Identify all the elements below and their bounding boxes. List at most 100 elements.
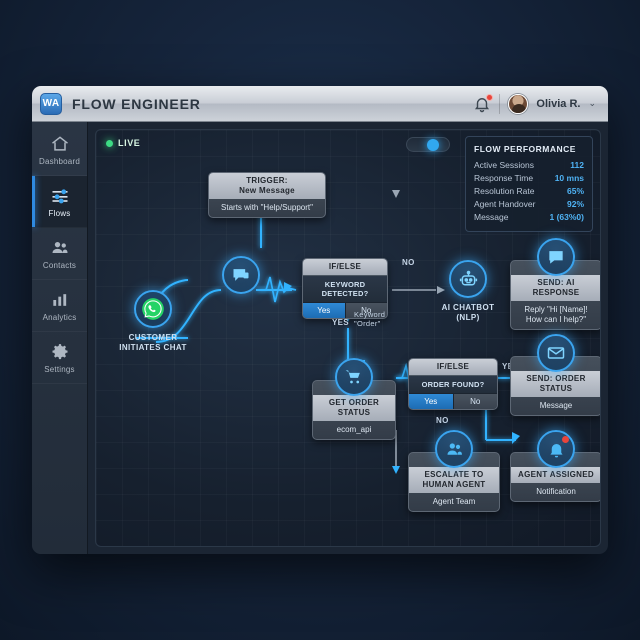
node-icon-wrap <box>335 358 373 396</box>
edge-label-yes-order: YES <box>332 318 349 327</box>
gear-icon <box>50 342 70 362</box>
node-title: IF/ELSE <box>303 259 387 275</box>
node-title-line2: New Message <box>239 186 295 195</box>
performance-value: 65% <box>566 186 584 196</box>
node-send-ai-response[interactable]: SEND: AI RESPONSE Reply "Hi [Name]! How … <box>510 238 600 330</box>
branch-yes-button[interactable]: Yes <box>409 394 454 409</box>
sidebar-item-settings[interactable]: Settings <box>32 332 87 384</box>
branch-no-button[interactable]: No <box>345 303 387 318</box>
node-caption: CUSTOMER INITIATES CHAT <box>118 333 188 353</box>
node-message-received[interactable] <box>222 256 260 294</box>
flow-enable-toggle[interactable] <box>406 137 450 152</box>
node-caption: AI CHATBOT (NLP) <box>432 303 504 323</box>
page-title: FLOW ENGINEER <box>72 95 201 112</box>
node-get-order-status[interactable]: GET ORDER STATUS ecom_api <box>312 358 396 440</box>
performance-label: Agent Handover <box>474 199 536 209</box>
node-title-line2: HUMAN AGENT <box>422 480 486 489</box>
node-icon-wrap <box>134 290 172 328</box>
node-icon-wrap <box>537 430 575 468</box>
sidebar-item-flows[interactable]: Flows <box>32 176 87 228</box>
edge-label-line1: Keyword <box>354 310 386 319</box>
node-ifelse-keyword[interactable]: IF/ELSE KEYWORD DETECTED? Yes No <box>302 258 388 319</box>
notifications-button[interactable] <box>473 93 494 113</box>
live-label: LIVE <box>118 138 141 148</box>
performance-label: Active Sessions <box>474 160 534 170</box>
node-icon-wrap <box>435 430 473 468</box>
node-customer-initiates-chat[interactable]: CUSTOMER INITIATES CHAT <box>118 290 188 353</box>
canvas-area: LIVE FLOW PERFORMANCE Active Sessions 11… <box>88 122 608 554</box>
node-subtitle: Notification <box>536 487 576 496</box>
node-question: ORDER FOUND? <box>409 375 497 394</box>
sidebar-item-analytics[interactable]: Analytics <box>32 280 87 332</box>
sidebar-item-label: Settings <box>44 364 75 374</box>
node-ai-chatbot[interactable]: AI CHATBOT (NLP) <box>432 260 504 323</box>
sidebar-item-label: Contacts <box>42 260 77 270</box>
performance-row: Response Time 10 mns <box>474 172 584 185</box>
node-question: KEYWORD DETECTED? <box>303 275 387 303</box>
notification-badge <box>562 436 569 443</box>
node-caption-line2: (NLP) <box>456 313 480 322</box>
user-menu-label[interactable]: Olivia R. <box>536 97 581 110</box>
node-title-line1: TRIGGER: <box>246 176 288 185</box>
performance-value: 1 (63%0) <box>549 212 585 222</box>
bell-icon <box>475 97 490 112</box>
flow-canvas[interactable]: LIVE FLOW PERFORMANCE Active Sessions 11… <box>95 129 601 547</box>
edge-label-no-keyword: NO <box>402 258 415 267</box>
node-icon-wrap <box>537 334 575 372</box>
sidebar-item-label: Analytics <box>42 312 77 322</box>
sidebar-item-contacts[interactable]: Contacts <box>32 228 87 280</box>
performance-label: Resolution Rate <box>474 186 535 196</box>
node-title: ESCALATE TO HUMAN AGENT <box>409 467 499 493</box>
sidebar-item-label: Dashboard <box>39 156 80 166</box>
title-bar-actions: Olivia R. ⌄ <box>473 93 600 114</box>
app-window: WA FLOW ENGINEER Olivia R. ⌄ <box>32 86 608 554</box>
node-escalate-human-agent[interactable]: ESCALATE TO HUMAN AGENT Agent Team <box>408 430 500 512</box>
node-title: AGENT ASSIGNED <box>511 467 600 483</box>
people-icon <box>50 238 70 258</box>
node-subtitle: Reply "Hi [Name]! How can I help?" <box>511 301 600 329</box>
performance-label: Message <box>474 212 509 222</box>
branch-yes-button[interactable]: Yes <box>303 303 346 318</box>
sidebar-item-label: Flows <box>48 208 71 218</box>
node-title: SEND: ORDER STATUS <box>511 371 600 397</box>
edge-label-line2: "Order" <box>354 319 381 328</box>
performance-row: Message 1 (63%0) <box>474 211 584 224</box>
node-icon-wrap <box>449 260 487 298</box>
node-title: IF/ELSE <box>409 359 497 375</box>
chat-bubble-icon <box>233 269 249 281</box>
node-caption-line1: CUSTOMER <box>128 333 178 342</box>
chevron-down-icon[interactable]: ⌄ <box>588 98 596 108</box>
performance-row: Resolution Rate 65% <box>474 185 584 198</box>
window-body: Dashboard Flows <box>32 122 608 554</box>
avatar[interactable] <box>508 93 529 114</box>
people-icon <box>447 442 462 455</box>
performance-value: 92% <box>566 199 584 209</box>
node-agent-assigned[interactable]: AGENT ASSIGNED Notification <box>510 430 600 502</box>
edge-label-no-order-found: NO <box>436 416 449 425</box>
node-send-order-status[interactable]: SEND: ORDER STATUS Message <box>510 334 600 416</box>
bell-icon <box>549 443 563 457</box>
performance-row: Agent Handover 92% <box>474 198 584 211</box>
sidebar-item-dashboard[interactable]: Dashboard <box>32 124 87 176</box>
node-title: TRIGGER: New Message <box>209 173 325 199</box>
cart-icon <box>345 370 360 384</box>
node-title: GET ORDER STATUS <box>313 395 395 421</box>
robot-icon <box>459 270 477 285</box>
performance-title: FLOW PERFORMANCE <box>474 144 576 154</box>
node-ifelse-order[interactable]: IF/ELSE ORDER FOUND? Yes No <box>408 358 498 410</box>
sidebar: Dashboard Flows <box>32 122 88 554</box>
node-icon-wrap <box>222 256 260 294</box>
envelope-icon <box>547 347 565 359</box>
node-subtitle: Message <box>539 401 573 410</box>
node-caption-line1: AI CHATBOT <box>441 303 495 312</box>
sliders-icon <box>50 186 70 206</box>
toolbar-divider <box>499 93 501 114</box>
node-caption-line2: INITIATES CHAT <box>119 343 187 352</box>
branch-buttons: Yes No <box>409 394 497 409</box>
bar-chart-icon <box>50 290 70 310</box>
performance-label: Response Time <box>474 173 534 183</box>
node-subtitle-line1: Reply "Hi [Name]! <box>524 305 588 314</box>
branch-no-button[interactable]: No <box>453 394 497 409</box>
home-icon <box>50 134 70 154</box>
node-trigger[interactable]: TRIGGER: New Message Starts with "Help/S… <box>208 172 326 218</box>
